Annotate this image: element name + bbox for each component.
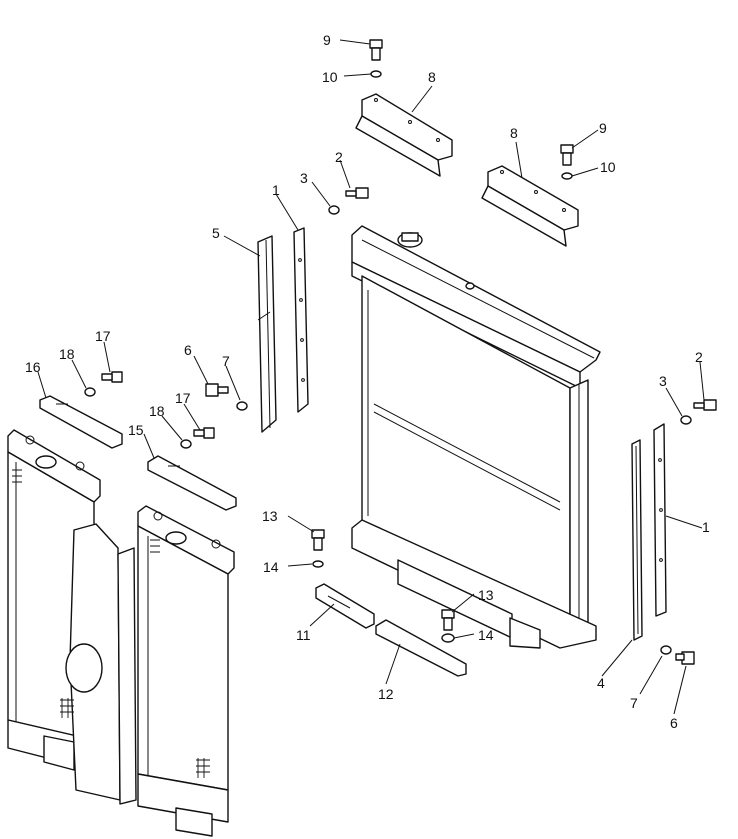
callout-1: 1 xyxy=(702,519,710,535)
callout-14: 14 xyxy=(478,627,494,643)
callout-2: 2 xyxy=(695,349,703,365)
bolt-9-right xyxy=(560,144,574,180)
callout-7: 7 xyxy=(222,353,230,369)
bolt-6-upper xyxy=(205,383,248,411)
callout-5: 5 xyxy=(212,225,220,241)
callout-8: 8 xyxy=(510,125,518,141)
seal-plate-5 xyxy=(257,235,277,433)
callout-labels: 9 10 8 8 9 10 2 3 1 5 17 18 16 6 7 18 17… xyxy=(25,32,710,731)
bolt-6-lower xyxy=(660,645,695,665)
callout-9: 9 xyxy=(323,32,331,48)
callout-18: 18 xyxy=(59,346,75,362)
callout-3: 3 xyxy=(659,373,667,389)
callout-9: 9 xyxy=(599,120,607,136)
callout-18: 18 xyxy=(149,403,165,419)
bolt-2-upper xyxy=(328,187,369,215)
callout-10: 10 xyxy=(322,69,338,85)
callout-17: 17 xyxy=(95,328,111,344)
bracket-16 xyxy=(39,395,123,449)
radiator-core xyxy=(351,225,601,649)
callout-7: 7 xyxy=(630,695,638,711)
callout-17: 17 xyxy=(175,390,191,406)
bolt-13-left xyxy=(311,529,325,568)
callout-16: 16 xyxy=(25,359,41,375)
callout-2: 2 xyxy=(335,149,343,165)
bolt-17-mid xyxy=(180,427,215,449)
bolt-2-right xyxy=(680,399,717,425)
callout-1: 1 xyxy=(272,182,280,198)
bracket-15 xyxy=(147,455,237,511)
callout-13: 13 xyxy=(478,587,494,603)
callout-6: 6 xyxy=(670,715,678,731)
callout-3: 3 xyxy=(300,170,308,186)
callout-4: 4 xyxy=(597,675,605,691)
seal-plate-4 xyxy=(631,439,643,641)
callout-8: 8 xyxy=(428,69,436,85)
bottom-plate-12 xyxy=(375,619,467,677)
top-bracket-left xyxy=(355,93,453,177)
seal-plate-1-right xyxy=(653,423,667,617)
callout-14: 14 xyxy=(263,559,279,575)
bottom-plate-11 xyxy=(315,583,375,629)
bolt-17-left xyxy=(84,371,123,397)
bolt-9-upper xyxy=(369,39,383,78)
oil-cooler-right xyxy=(137,505,235,837)
callout-11: 11 xyxy=(296,627,311,643)
callout-15: 15 xyxy=(128,422,144,438)
oil-cooler-left xyxy=(7,429,137,805)
hatching xyxy=(12,469,210,778)
leader-lines xyxy=(37,39,705,715)
callout-12: 12 xyxy=(378,686,394,702)
callout-10: 10 xyxy=(600,159,616,175)
callout-13: 13 xyxy=(262,508,278,524)
bolt-13-right xyxy=(441,609,455,643)
top-bracket-right xyxy=(481,165,579,247)
callout-6: 6 xyxy=(184,342,192,358)
seal-plate-1-left xyxy=(293,227,309,413)
